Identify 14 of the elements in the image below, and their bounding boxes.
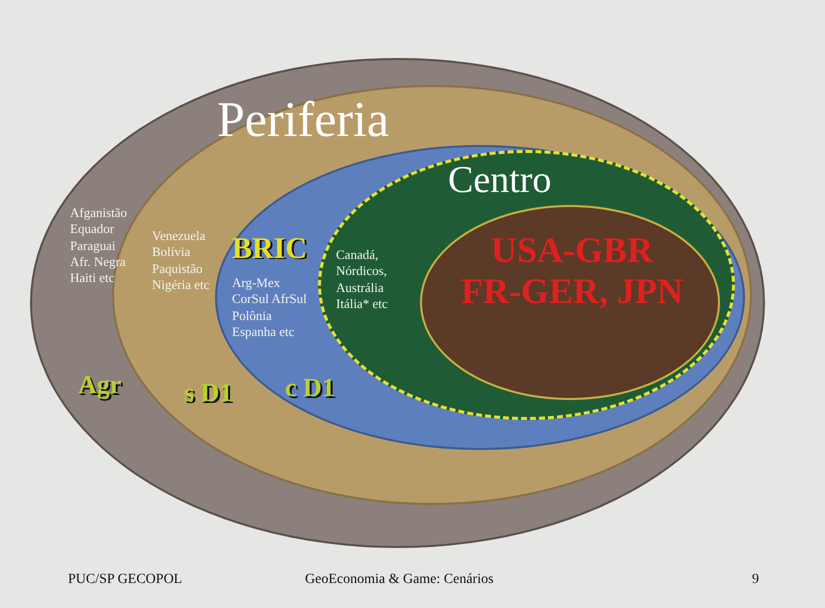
zone-tag: c D1 bbox=[285, 375, 335, 401]
footer-text: GeoEconomia & Game: Cenários bbox=[305, 572, 494, 588]
country-list: Venezuela Bolívia Paquistão Nigéria etc bbox=[152, 228, 227, 293]
core-countries: USA-GBR FR-GER, JPN bbox=[460, 230, 684, 313]
country-list: Afganistão Equador Paraguai Afr. Negra Haiti etc bbox=[70, 205, 138, 286]
zone-tag: s D1 bbox=[184, 380, 232, 406]
zone-tag: Agr bbox=[78, 372, 122, 398]
zone-title: Centro bbox=[448, 161, 552, 199]
page-number: 9 bbox=[752, 572, 759, 588]
country-list: Arg-Mex CorSul AfrSul Polônia Espanha etc bbox=[232, 275, 307, 340]
footer-text: PUC/SP GECOPOL bbox=[68, 572, 182, 588]
country-list: Canadá, Nórdicos, Austrália Itália* etc bbox=[336, 247, 414, 312]
zone-title: Periferia bbox=[217, 94, 390, 144]
group-title: BRIC bbox=[232, 234, 308, 264]
